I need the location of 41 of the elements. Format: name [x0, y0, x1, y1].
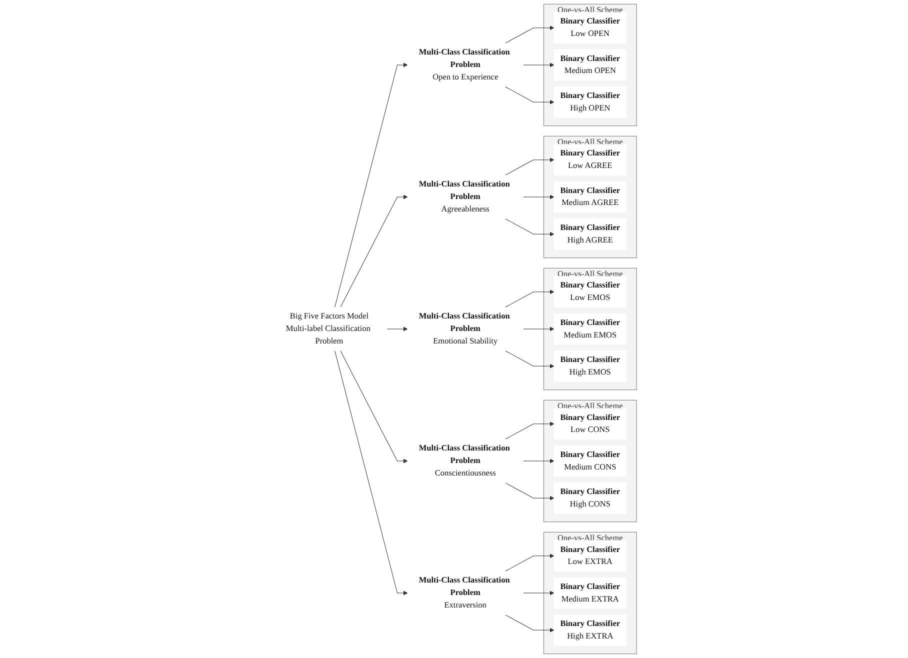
node-box: Binary Classifier Low AGREE	[554, 144, 626, 176]
node-box: Binary Classifier High OPEN	[554, 86, 626, 118]
arrow	[504, 482, 554, 500]
node-text: Multi-Class Classification Problem Open to Experience	[418, 48, 510, 82]
arrow	[334, 62, 408, 308]
node-text: Multi-Class Classification Problem Agreeableness	[418, 180, 510, 214]
node-box: Binary Classifier Medium EMOS	[554, 313, 626, 345]
node-box: Binary Classifier Medium OPEN	[554, 49, 626, 81]
arrow	[340, 350, 408, 464]
arrow	[334, 350, 408, 596]
arrow	[504, 158, 554, 176]
node-box: Binary Classifier Low EMOS	[554, 276, 626, 308]
node-text: Big Five Factors Model Multi-label Classification Problem	[286, 312, 370, 346]
node-text: Multi-Class Classification Problem Extraversion	[418, 576, 510, 610]
node-text: Multi-Class Classification Problem Emotional Stability	[418, 312, 510, 346]
arrow	[504, 614, 554, 632]
arrow	[340, 194, 408, 308]
node-box: Binary Classifier Low OPEN	[554, 12, 626, 44]
arrow	[504, 422, 554, 440]
node-box: Binary Classifier High CONS	[554, 482, 626, 514]
arrow	[504, 554, 554, 572]
arrow	[522, 326, 554, 332]
arrow	[522, 194, 554, 200]
node-box: Binary Classifier Medium CONS	[554, 445, 626, 477]
arrow	[522, 458, 554, 464]
node-box: Binary Classifier Low CONS	[554, 408, 626, 440]
arrow	[522, 62, 554, 68]
arrow	[386, 326, 408, 332]
node-box: Binary Classifier High AGREE	[554, 218, 626, 250]
node-box: Binary Classifier High EXTRA	[554, 614, 626, 646]
node-box: Binary Classifier Medium AGREE	[554, 181, 626, 213]
arrow	[504, 350, 554, 368]
arrow	[504, 218, 554, 236]
node-text: Multi-Class Classification Problem Conscientiousness	[418, 444, 510, 478]
node-box: Binary Classifier Medium EXTRA	[554, 577, 626, 609]
node-box: Binary Classifier High EMOS	[554, 350, 626, 382]
arrow	[504, 26, 554, 44]
arrow	[504, 290, 554, 308]
arrow	[522, 590, 554, 596]
arrow	[504, 86, 554, 104]
node-box: Binary Classifier Low EXTRA	[554, 540, 626, 572]
